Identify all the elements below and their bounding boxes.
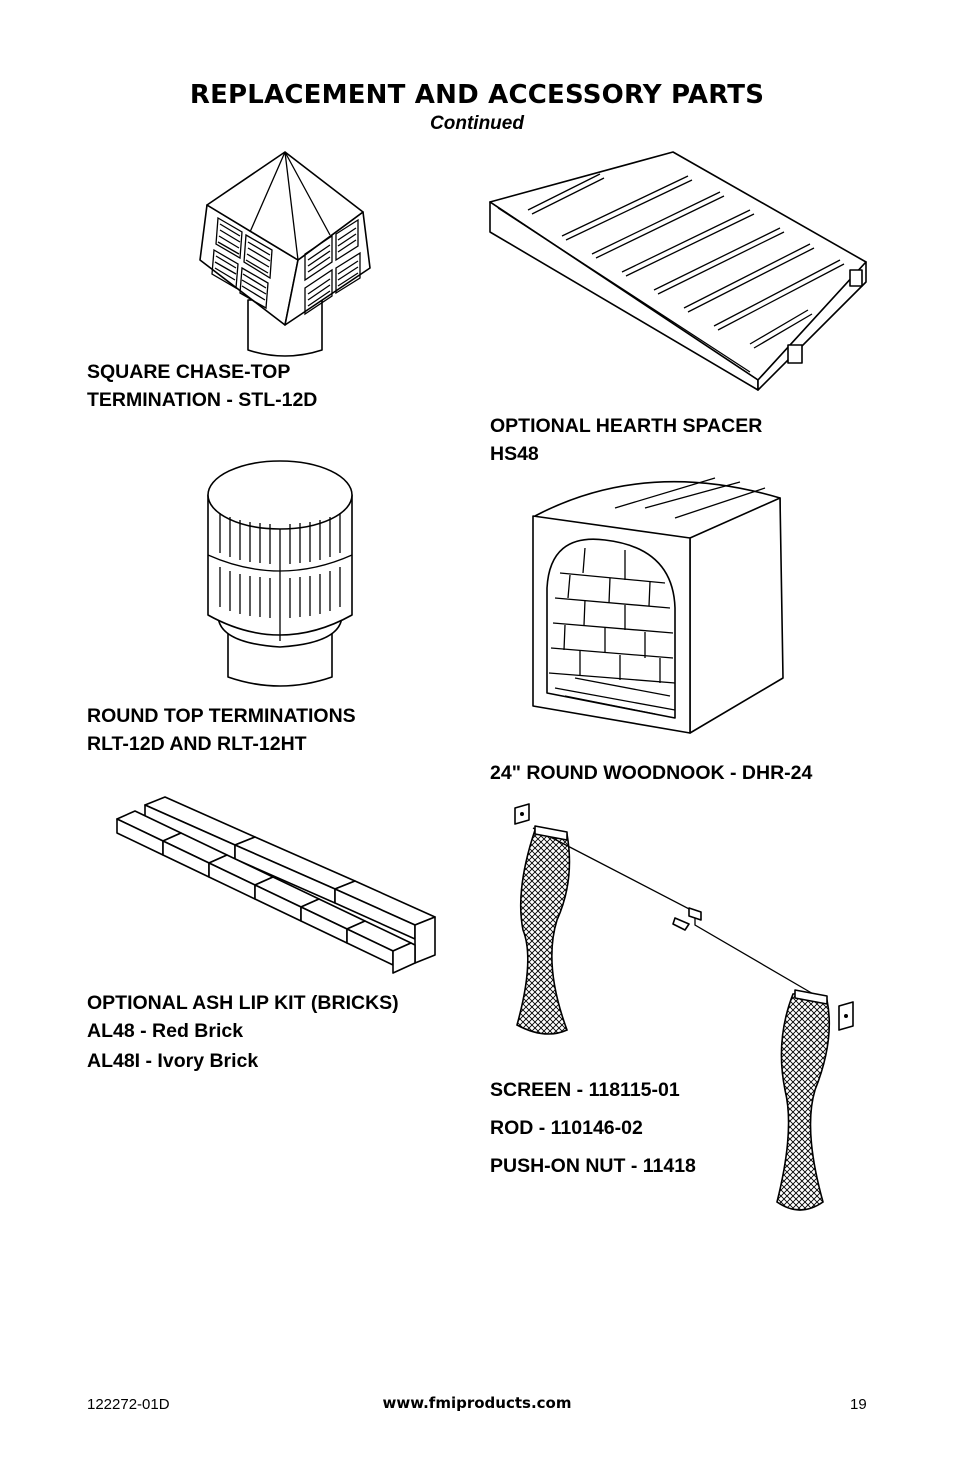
- woodnook-label-line-1: 24" ROUND WOODNOOK - DHR-24: [490, 762, 813, 784]
- round-top-label: ROUND TOP TERMINATIONS RLT-12D AND RLT-1…: [87, 702, 356, 758]
- screen-rod-label: SCREEN - 118115-01 ROD - 110146-02 PUSH-…: [490, 1076, 696, 1180]
- page-title: REPLACEMENT AND ACCESSORY PARTS: [189, 80, 765, 110]
- ash-lip-label: OPTIONAL ASH LIP KIT (BRICKS) AL48 - Red…: [87, 989, 399, 1075]
- website-url: www.fmiproducts.com: [382, 1394, 572, 1412]
- page-subtitle: Continued: [430, 113, 524, 134]
- page-number: 19: [850, 1396, 867, 1413]
- chase-top-label-line-2: TERMINATION - STL-12D: [87, 389, 318, 411]
- chase-top-label: SQUARE CHASE-TOP TERMINATION - STL-12D: [87, 358, 317, 414]
- round-top-termination-illustration: [207, 460, 353, 687]
- doc-number: 122272-01D: [87, 1396, 170, 1413]
- screen-label: SCREEN - 118115-01: [490, 1079, 680, 1101]
- woodnook-label: 24" ROUND WOODNOOK - DHR-24: [490, 759, 812, 787]
- hearth-spacer-label: OPTIONAL HEARTH SPACER HS48: [490, 412, 762, 468]
- square-chase-top-illustration: [199, 151, 371, 357]
- ash-lip-label-line-1: OPTIONAL ASH LIP KIT (BRICKS): [87, 992, 399, 1014]
- hearth-spacer-label-line-2: HS48: [490, 443, 539, 465]
- ash-lip-label-line-3: AL48I - Ivory Brick: [87, 1050, 259, 1072]
- woodnook-illustration: [532, 477, 784, 734]
- hearth-spacer-illustration: [489, 151, 867, 391]
- ash-lip-label-line-2: AL48 - Red Brick: [87, 1020, 244, 1042]
- push-on-nut-label: PUSH-ON NUT - 11418: [490, 1155, 696, 1177]
- round-top-label-line-1: ROUND TOP TERMINATIONS: [87, 705, 356, 727]
- screen-rod-illustration: [514, 803, 854, 1211]
- rod-label: ROD - 110146-02: [490, 1117, 643, 1139]
- round-top-label-line-2: RLT-12D AND RLT-12HT: [87, 733, 307, 755]
- chase-top-label-line-1: SQUARE CHASE-TOP: [87, 361, 291, 383]
- ash-lip-bricks-illustration: [116, 796, 436, 974]
- hearth-spacer-label-line-1: OPTIONAL HEARTH SPACER: [490, 415, 763, 437]
